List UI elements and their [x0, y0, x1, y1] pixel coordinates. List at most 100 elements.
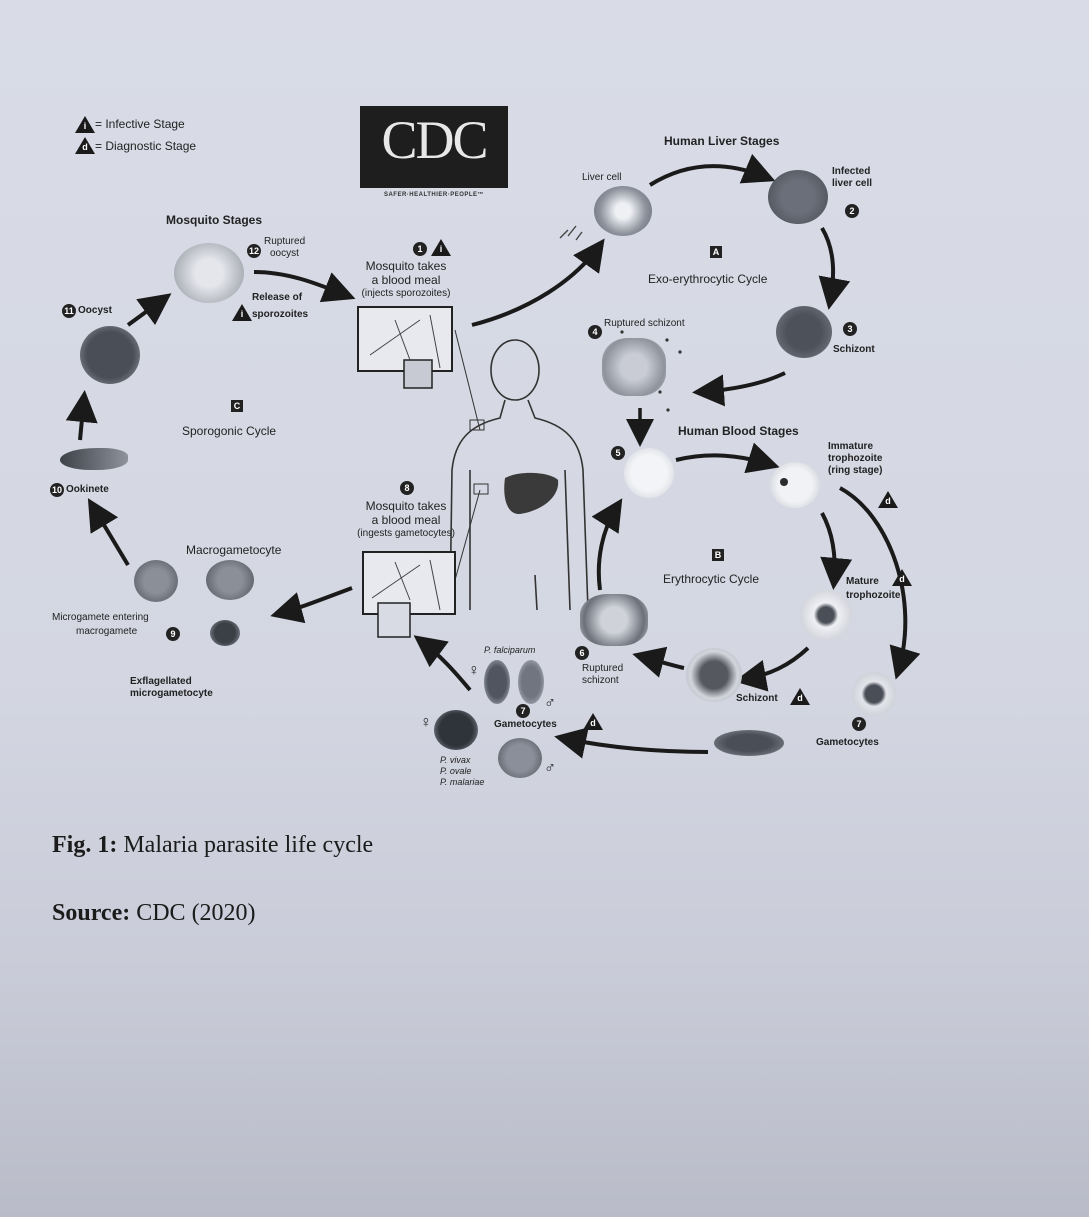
source-caption: Source: CDC (2020) [52, 900, 256, 926]
step-1-line1: Mosquito takes [365, 259, 447, 273]
step-11-label: Oocyst [78, 305, 112, 316]
arrow-ring-to-gametocyte [839, 486, 921, 680]
step-12-line2: oocyst [270, 248, 299, 259]
immature-line1: Immature [828, 441, 874, 452]
mature-trophozoite-cell [800, 590, 852, 640]
infective-stage-icon: i [75, 116, 95, 133]
immature-line3: (ring stage) [828, 465, 883, 476]
exflag-line1: Exflagellated [130, 676, 192, 687]
arrow-mature-to-schizont [734, 646, 810, 692]
human-figure [449, 339, 589, 611]
legend-diagnostic: = Diagnostic Stage [95, 139, 197, 153]
diagnostic-stage-icon: d [892, 569, 912, 586]
step-4-label: Ruptured schizont [604, 318, 685, 329]
step-8-line1: Mosquito takes [365, 499, 447, 513]
schizont-blood-label: Schizont [736, 693, 778, 704]
blood-schizont [686, 648, 742, 702]
blood-stages-heading: Human Blood Stages [678, 424, 799, 438]
arrow-oocyst-to-mosquito [253, 270, 356, 303]
liver-cell [594, 186, 652, 236]
diagnostic-stage-icon: d [583, 713, 603, 730]
mosquito-stages-heading: Mosquito Stages [166, 213, 263, 227]
arrow-mosquito-to-gametes [270, 586, 353, 624]
step-9-badge: 9 [166, 627, 180, 641]
p-vivax-label: P. vivax [440, 755, 471, 765]
step-8-line3: (ingests gametocytes) [357, 528, 455, 539]
gametocytes-center-label: Gametocytes [494, 719, 557, 730]
exo-cycle-label: Exo-erythrocytic Cycle [648, 272, 768, 286]
gametocyte-right-cell [852, 672, 896, 716]
cycle-a-badge: A [710, 246, 722, 258]
arrow-infected-to-schizont [818, 226, 851, 310]
liver-shape [504, 472, 559, 515]
arrow-oocyst-to-ruptured [126, 293, 172, 327]
exflag-line2: microgametocyte [130, 688, 213, 699]
step-2-badge: 2 [845, 204, 859, 218]
step-1-badge: 1 [413, 242, 427, 256]
cdc-logo: CDC [360, 106, 508, 188]
p-malariae-label: P. malariae [440, 777, 485, 787]
vivax-male-gametocyte [498, 738, 542, 778]
arrow-rbc-to-ring [675, 442, 780, 474]
arrow-ruptured-to-rbc [591, 498, 623, 591]
step-7-badge-center: 7 [516, 704, 530, 718]
step-2-line1: Infected [832, 166, 871, 177]
step-2-line2: liver cell [832, 178, 873, 189]
infective-stage-icon: i [431, 239, 451, 256]
step-12-badge: 12 [247, 244, 261, 258]
female-symbol: ♀ [468, 662, 480, 679]
liver-schizont [776, 306, 832, 358]
macrogametocyte-cell [206, 560, 254, 600]
oocyst-cell [80, 326, 140, 384]
macrogamete-cell [134, 560, 178, 602]
banana-gametocyte [714, 730, 784, 756]
ruptured-oocyst-cell [174, 243, 244, 303]
step-10-label: Ookinete [66, 484, 109, 495]
ery-cycle-label: Erythrocytic Cycle [663, 572, 760, 586]
step-1-line3: (injects sporozoites) [361, 288, 451, 299]
infective-stage-icon: i [232, 304, 252, 321]
step-5-badge: 5 [611, 446, 625, 460]
arrow-ring-to-mature [820, 512, 853, 590]
step-6-badge: 6 [575, 646, 589, 660]
exflagellated-microgametocyte [210, 620, 240, 646]
mature-line2: trophozoite [846, 590, 901, 601]
diagnostic-stage-icon: d [75, 137, 95, 154]
red-blood-cell [624, 448, 674, 498]
arrow-schizont-to-ruptured-blood [632, 646, 685, 678]
falciparum-female-gametocyte [484, 660, 510, 704]
step-4-badge: 4 [588, 325, 602, 339]
p-ovale-label: P. ovale [440, 766, 472, 776]
gametocytes-right-label: Gametocytes [816, 737, 879, 748]
step-12-line1: Ruptured [264, 236, 306, 247]
arrow-ookinete-to-oocyst [65, 390, 98, 441]
ruptured-liver-schizont [602, 338, 666, 396]
diagnostic-stage-icon: d [878, 491, 898, 508]
arrow-schizont-to-ruptured [692, 371, 786, 407]
step-6-line1: Ruptured [582, 663, 624, 674]
mature-line1: Mature [846, 576, 879, 587]
arrow-liver-to-infected [648, 153, 776, 187]
step-7-badge-right: 7 [852, 717, 866, 731]
step-6-line2: schizont [582, 675, 619, 686]
step-1-line2: a blood meal [371, 273, 441, 287]
step-8-badge: 8 [400, 481, 414, 495]
release-line1: Release of [252, 292, 303, 303]
liver-cell-label: Liver cell [582, 172, 622, 183]
ring-stage-cell [770, 462, 820, 508]
step-8-line2: a blood meal [371, 513, 441, 527]
arrow-zygote-to-ookinete [87, 498, 130, 567]
female-symbol: ♀ [420, 714, 432, 731]
step-11-badge: 11 [62, 304, 76, 318]
infected-liver-cell [768, 170, 828, 224]
ookinete-cell [60, 448, 128, 470]
male-symbol: ♂ [544, 760, 556, 777]
macrogametocyte-label: Macrogametocyte [186, 543, 282, 557]
figure-caption: Fig. 1: Malaria parasite life cycle [52, 832, 374, 858]
release-line2: sporozoites [252, 309, 309, 320]
male-symbol: ♂ [544, 695, 556, 712]
cycle-b-badge: B [712, 549, 724, 561]
vivax-female-gametocyte [434, 710, 478, 750]
cdc-tagline: SAFER·HEALTHIER·PEOPLE™ [383, 192, 485, 198]
